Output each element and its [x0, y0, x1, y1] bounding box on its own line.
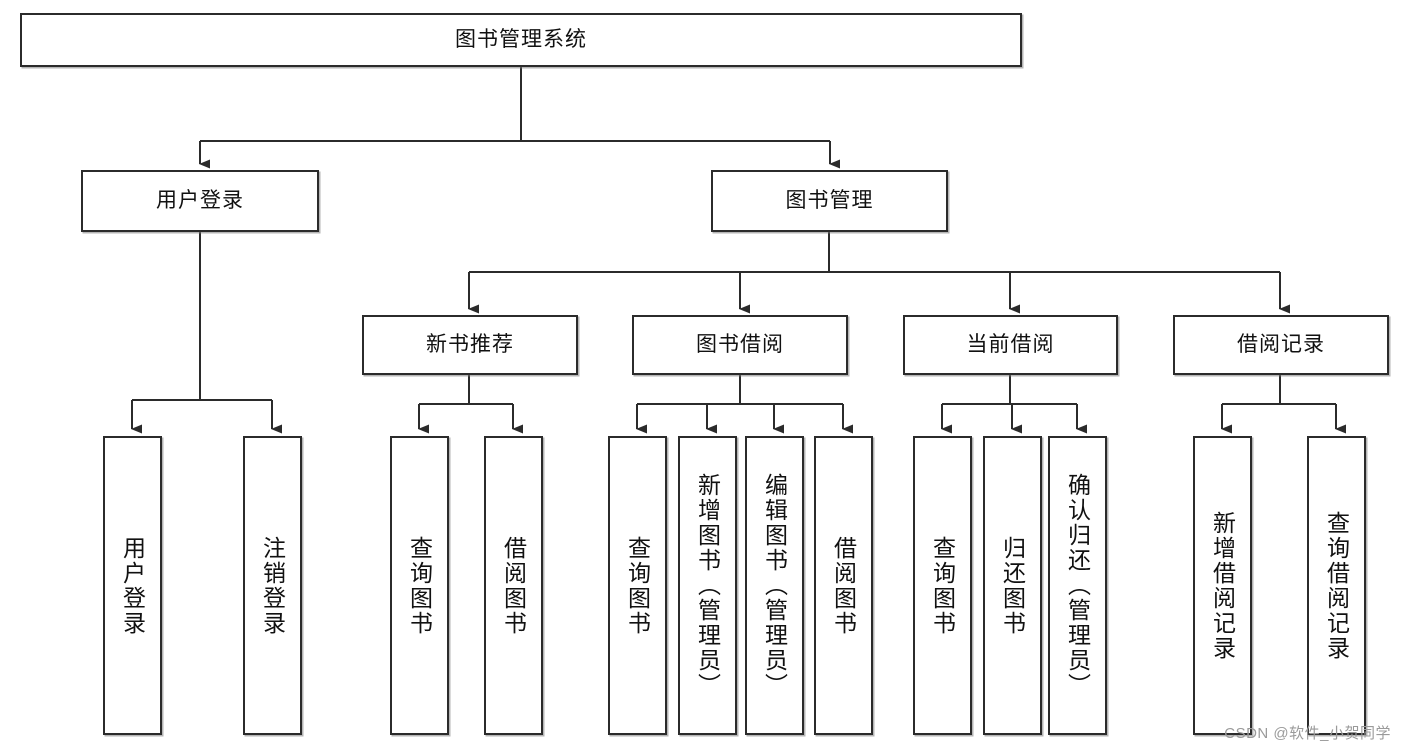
leaf-borrow-book[interactable]: 借阅图书	[814, 436, 873, 735]
node-book-management-label: 图书管理	[785, 189, 874, 213]
node-borrowing-record-label: 借阅记录	[1237, 333, 1325, 357]
leaf-query-borrow-record-label: 查询借阅记录	[1323, 510, 1350, 661]
node-user-login[interactable]: 用户登录	[81, 170, 319, 232]
leaf-borrow-book-recommend-label: 借阅图书	[500, 535, 527, 636]
leaf-borrow-book-recommend[interactable]: 借阅图书	[484, 436, 543, 735]
leaf-confirm-return-admin-label: 确认归还（管理员）	[1064, 473, 1091, 698]
leaf-query-book-recommend[interactable]: 查询图书	[390, 436, 449, 735]
leaf-query-book-recommend-label: 查询图书	[406, 535, 433, 636]
leaf-add-borrow-record-label: 新增借阅记录	[1209, 510, 1236, 661]
leaf-edit-book-admin-label: 编辑图书（管理员）	[761, 473, 788, 698]
node-book-borrowing-label: 图书借阅	[696, 333, 784, 357]
node-current-borrowing-label: 当前借阅	[966, 333, 1055, 357]
leaf-logout-label: 注销登录	[259, 535, 286, 636]
leaf-query-book-current[interactable]: 查询图书	[913, 436, 972, 735]
node-user-login-label: 用户登录	[156, 189, 244, 213]
leaf-query-borrow-record[interactable]: 查询借阅记录	[1307, 436, 1366, 735]
leaf-query-book-current-label: 查询图书	[929, 535, 956, 636]
node-root-system[interactable]: 图书管理系统	[20, 13, 1022, 67]
node-root-system-label: 图书管理系统	[455, 28, 587, 52]
leaf-add-book-admin-label: 新增图书（管理员）	[694, 473, 721, 698]
leaf-return-book-label: 归还图书	[999, 535, 1026, 636]
leaf-add-book-admin[interactable]: 新增图书（管理员）	[678, 436, 737, 735]
node-new-book-recommendation-label: 新书推荐	[426, 333, 514, 357]
leaf-confirm-return-admin[interactable]: 确认归还（管理员）	[1048, 436, 1107, 735]
leaf-user-login[interactable]: 用户登录	[103, 436, 162, 735]
node-book-management[interactable]: 图书管理	[711, 170, 948, 232]
node-book-borrowing[interactable]: 图书借阅	[632, 315, 848, 375]
leaf-borrow-book-label: 借阅图书	[830, 535, 857, 636]
leaf-add-borrow-record[interactable]: 新增借阅记录	[1193, 436, 1252, 735]
leaf-edit-book-admin[interactable]: 编辑图书（管理员）	[745, 436, 804, 735]
node-new-book-recommendation[interactable]: 新书推荐	[362, 315, 578, 375]
leaf-logout[interactable]: 注销登录	[243, 436, 302, 735]
leaf-query-book-borrowing[interactable]: 查询图书	[608, 436, 667, 735]
leaf-query-book-borrowing-label: 查询图书	[624, 535, 651, 636]
leaf-return-book[interactable]: 归还图书	[983, 436, 1042, 735]
node-current-borrowing[interactable]: 当前借阅	[903, 315, 1118, 375]
leaf-user-login-label: 用户登录	[119, 535, 146, 636]
node-borrowing-record[interactable]: 借阅记录	[1173, 315, 1389, 375]
csdn-watermark: CSDN @软件_小贺同学	[1224, 725, 1391, 742]
